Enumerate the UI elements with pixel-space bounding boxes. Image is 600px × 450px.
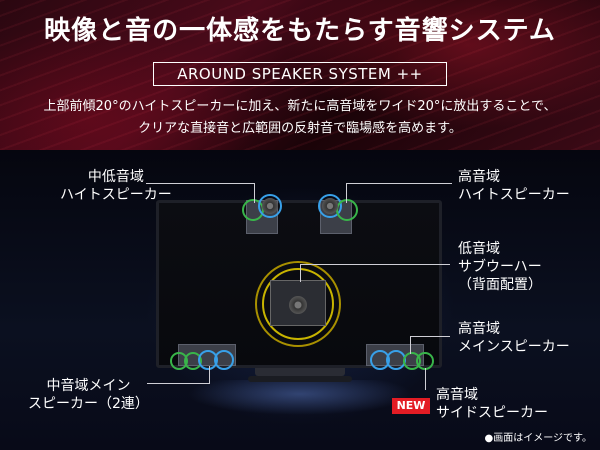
subwoofer-cone bbox=[289, 296, 307, 314]
page-title: 映像と音の一体感をもたらす音響システム bbox=[44, 16, 556, 46]
subwoofer-outer-ring bbox=[255, 261, 341, 347]
leader-line bbox=[300, 264, 450, 265]
label-high-main: 高音域 メインスピーカー bbox=[458, 321, 570, 355]
leader-line bbox=[300, 264, 301, 282]
floor-glow bbox=[140, 380, 460, 450]
leader-line bbox=[425, 368, 426, 390]
high-height-ring-right bbox=[336, 199, 358, 221]
label-high-side: 高音域 サイドスピーカー bbox=[436, 387, 548, 421]
label-mid-main: 中音域メイン スピーカー（2連） bbox=[28, 378, 149, 412]
tv-stand-base bbox=[248, 376, 352, 382]
leader-line bbox=[346, 183, 347, 203]
height-driver-cone bbox=[322, 198, 338, 214]
leader-line bbox=[146, 183, 254, 184]
background-streaks bbox=[0, 0, 600, 150]
label-subwoofer: 低音域 サブウーハー （背面配置） bbox=[458, 241, 542, 293]
subwoofer-inner-ring bbox=[262, 268, 334, 340]
leader-line bbox=[410, 336, 450, 337]
description-line-2: クリアな直接音と広範囲の反射音で臨場感を高めます。 bbox=[138, 121, 462, 136]
tv-stand-neck bbox=[255, 368, 345, 376]
leader-line bbox=[254, 183, 255, 203]
system-name-badge: AROUND SPEAKER SYSTEM ++ bbox=[153, 62, 447, 86]
leader-line bbox=[209, 366, 210, 384]
leader-line bbox=[410, 336, 411, 354]
new-badge: NEW bbox=[392, 398, 430, 414]
label-high-height: 高音域 ハイトスピーカー bbox=[458, 169, 570, 203]
description-line-1: 上部前傾20°のハイトスピーカーに加え、新たに高音域をワイド20°に放出すること… bbox=[43, 99, 557, 114]
header-banner: 映像と音の一体感をもたらす音響システム AROUND SPEAKER SYSTE… bbox=[0, 0, 600, 150]
image-disclaimer: ●画面はイメージです。 bbox=[484, 433, 592, 444]
label-mid-low-height: 中低音域 ハイトスピーカー bbox=[60, 169, 172, 203]
height-driver-cone bbox=[262, 198, 278, 214]
mid-main-ring bbox=[214, 350, 234, 370]
leader-line bbox=[346, 183, 452, 184]
mid-low-height-ring-right bbox=[258, 194, 282, 218]
leader-line bbox=[147, 383, 209, 384]
